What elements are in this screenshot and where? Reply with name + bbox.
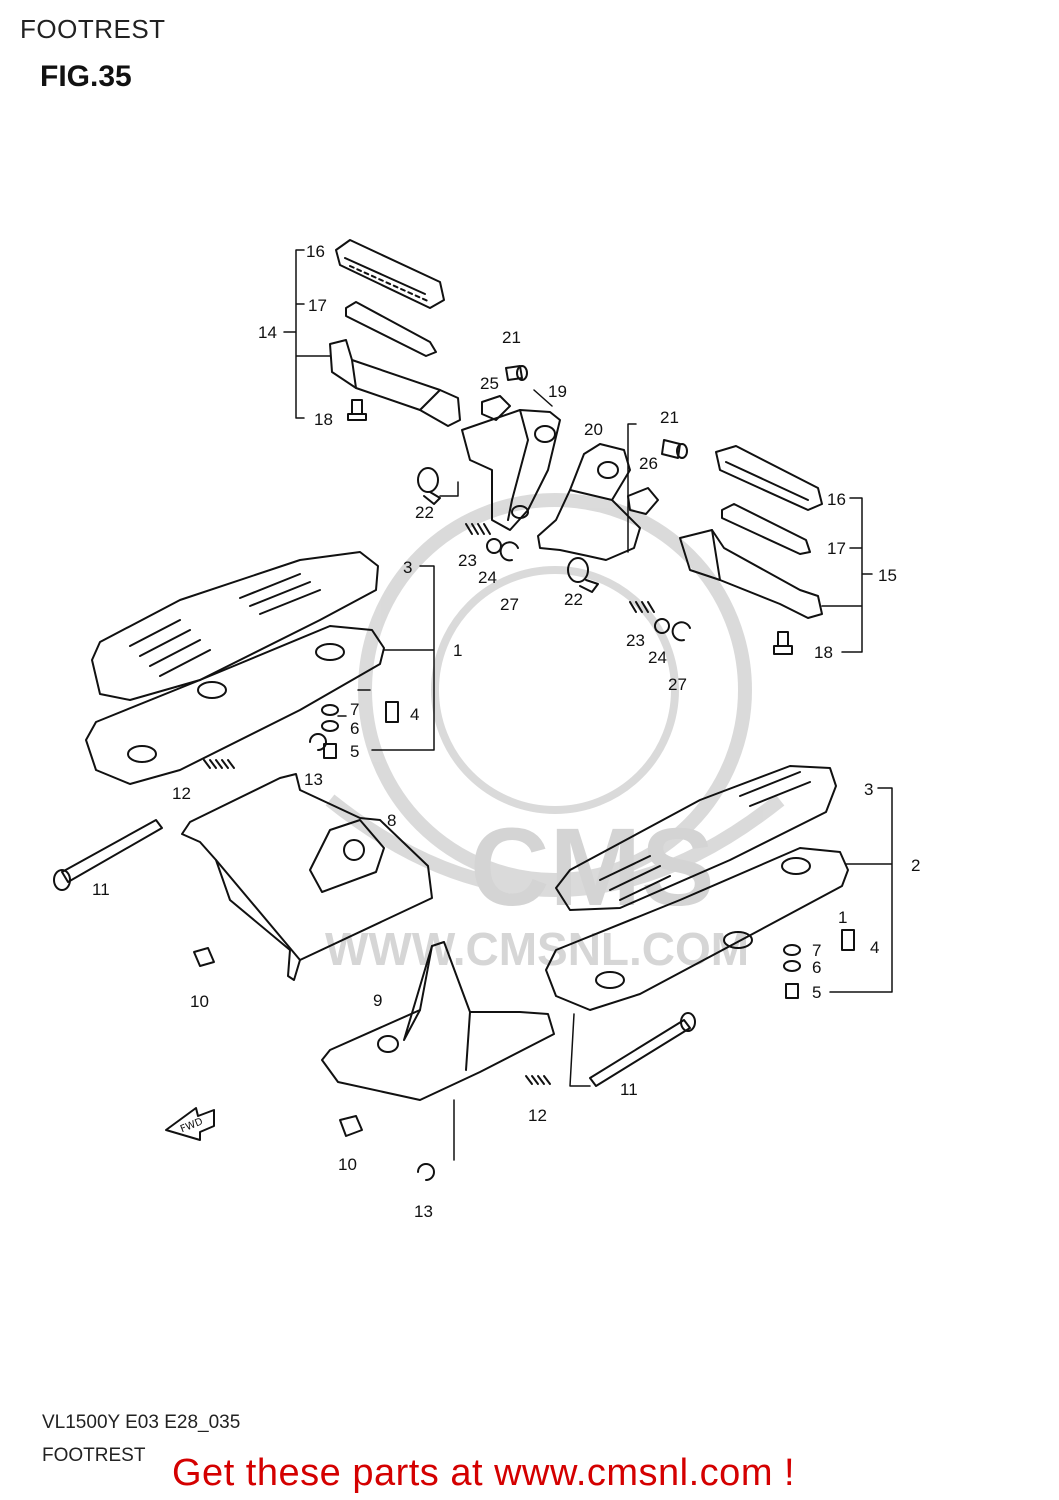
ball-24-left xyxy=(486,538,502,554)
callout-12: 12 xyxy=(172,784,191,803)
floorboard-bracket-left xyxy=(181,773,433,981)
callout-3: 3 xyxy=(403,558,412,577)
callout-14: 14 xyxy=(258,323,277,342)
callout-10: 10 xyxy=(190,992,209,1011)
callout-27: 27 xyxy=(668,675,687,694)
callout-18: 18 xyxy=(814,643,833,662)
page-title: FOOTREST xyxy=(20,14,166,44)
callout-labels: 16 17 14 18 21 25 19 22 20 21 26 16 17 1… xyxy=(92,242,920,1221)
washer-26 xyxy=(627,487,659,515)
callout-24: 24 xyxy=(478,568,497,587)
pin-11-right xyxy=(589,1012,696,1087)
callout-22: 22 xyxy=(415,503,434,522)
pivot-22-left xyxy=(417,467,441,505)
callout-7: 7 xyxy=(350,700,359,719)
footpeg-bracket-upper-right xyxy=(679,529,823,619)
bolt-10-right xyxy=(339,1115,363,1137)
callout-12: 12 xyxy=(528,1106,547,1125)
hardware-4-7-6-5-left xyxy=(321,701,399,759)
callout-17: 17 xyxy=(308,296,327,315)
callout-20: 20 xyxy=(584,420,603,439)
callout-18: 18 xyxy=(314,410,333,429)
callout-24: 24 xyxy=(648,648,667,667)
footpeg-holder-19 xyxy=(461,409,561,531)
spring-12-left xyxy=(203,759,235,769)
leader-lines xyxy=(283,249,893,1161)
callout-15: 15 xyxy=(878,566,897,585)
callout-6: 6 xyxy=(812,958,821,977)
washer-25 xyxy=(481,395,511,421)
figure-number: FIG.35 xyxy=(40,60,132,93)
spring-23-left xyxy=(465,523,491,535)
callout-13: 13 xyxy=(304,770,323,789)
callout-16: 16 xyxy=(306,242,325,261)
footpeg-plate-upper-right xyxy=(721,503,811,555)
callout-27: 27 xyxy=(500,595,519,614)
bolt-18-upper-left xyxy=(347,399,367,421)
hardware-4-7-6-5-right xyxy=(783,929,855,999)
floorboard-plate-right xyxy=(545,847,849,1011)
callout-2: 2 xyxy=(911,856,920,875)
bolt-21-left xyxy=(505,365,528,381)
watermark-url: WWW.CMSNL.COM xyxy=(325,923,749,975)
clip-27-right xyxy=(671,621,691,642)
pivot-22-right xyxy=(567,557,599,593)
callout-26: 26 xyxy=(639,454,658,473)
floorboard-plate-left xyxy=(85,625,385,785)
floorboard-rubber-left xyxy=(91,551,379,701)
spring-12-right xyxy=(525,1075,551,1085)
clip-13-left xyxy=(309,733,327,751)
model-code: VL1500Y E03 E28_035 xyxy=(42,1412,241,1433)
callout-22: 22 xyxy=(564,590,583,609)
callout-13: 13 xyxy=(414,1202,433,1221)
footpeg-bracket-upper-left xyxy=(329,339,461,427)
footpeg-holder-20 xyxy=(537,443,641,561)
clip-13-right xyxy=(417,1163,435,1181)
callout-21: 21 xyxy=(660,408,679,427)
callout-1: 1 xyxy=(453,641,462,660)
callout-11: 11 xyxy=(92,880,110,899)
promo-link[interactable]: Get these parts at www.cmsnl.com ! xyxy=(172,1452,796,1494)
callout-4: 4 xyxy=(870,938,879,957)
callout-19: 19 xyxy=(548,382,567,401)
pin-11-left xyxy=(53,819,163,891)
callout-17: 17 xyxy=(827,539,846,558)
callout-7: 7 xyxy=(812,941,821,960)
callout-8: 8 xyxy=(387,811,396,830)
footer-title: FOOTREST xyxy=(42,1445,146,1466)
callout-10: 10 xyxy=(338,1155,357,1174)
callout-21: 21 xyxy=(502,328,521,347)
callout-5: 5 xyxy=(812,983,821,1002)
floorboard-rubber-right xyxy=(555,765,837,911)
callout-25: 25 xyxy=(480,374,499,393)
callout-23: 23 xyxy=(458,551,477,570)
callout-6: 6 xyxy=(350,719,359,738)
clip-27-left xyxy=(499,541,519,562)
bolt-21-right xyxy=(661,439,688,459)
ball-24-right xyxy=(654,618,670,634)
watermark-brand: CMS xyxy=(470,806,714,929)
forward-arrow xyxy=(165,1107,215,1141)
callout-3: 3 xyxy=(864,780,873,799)
callout-5: 5 xyxy=(350,742,359,761)
callout-23: 23 xyxy=(626,631,645,650)
callout-11: 11 xyxy=(620,1080,638,1099)
callout-1: 1 xyxy=(838,908,847,927)
footpeg-rubber-upper-right xyxy=(715,445,823,511)
bolt-18-upper-right xyxy=(773,631,793,655)
callout-16: 16 xyxy=(827,490,846,509)
bolt-10-left xyxy=(193,947,215,967)
callout-4: 4 xyxy=(410,705,419,724)
spring-23-right xyxy=(629,601,655,613)
footpeg-plate-upper-left xyxy=(345,301,437,357)
callout-9: 9 xyxy=(373,991,382,1010)
floorboard-bracket-right xyxy=(321,941,555,1101)
footpeg-rubber-upper-left xyxy=(335,239,445,309)
